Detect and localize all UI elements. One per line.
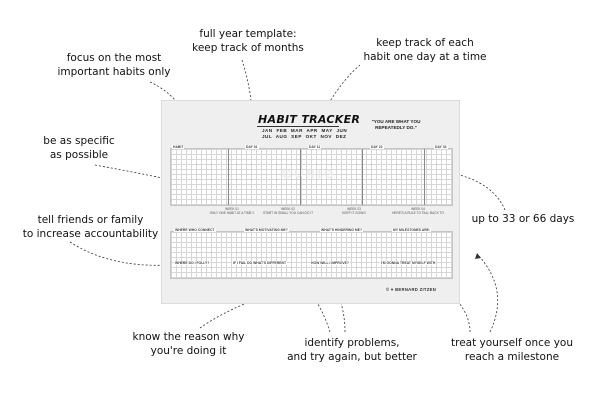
divider-day11	[300, 149, 301, 205]
arrow-friends	[69, 241, 171, 266]
callout-reason: know the reason why you're doing it	[116, 330, 261, 358]
week4-label: WEEK 04	[411, 207, 425, 211]
week3-label: WEEK 03	[347, 207, 361, 211]
arrow-full-year	[241, 59, 253, 111]
callout-up-to: up to 33 or 66 days	[468, 212, 578, 226]
callout-each-day: keep track of each habit one day at a ti…	[357, 36, 493, 64]
question-hindering: WHAT'S HINDERING ME?	[320, 228, 364, 232]
callout-focus-line1: focus on the most	[66, 52, 162, 64]
arrowhead-treat-2	[475, 253, 481, 259]
column-habit-label: HABIT	[172, 145, 185, 149]
habit-grid	[170, 148, 453, 206]
column-day22-label: DAY 22	[370, 145, 384, 149]
callout-focus-line2: important habits only	[57, 66, 171, 78]
reflection-grid	[170, 231, 453, 279]
sheet-quote: "YOU ARE WHAT YOU REPEATEDLY DO."	[371, 119, 421, 130]
question-why: WHERE DO I FOLLY?	[174, 261, 211, 265]
callout-identify-line2: and try again, but better	[287, 351, 417, 363]
callout-treat-line1: treat yourself once you	[451, 337, 573, 349]
title-underline	[257, 126, 339, 127]
months-row-2: JUL AUG SEP OKT NOV DEZ	[262, 134, 347, 139]
months-row-1: JAN FEB MAR APR MAY JUN	[262, 128, 348, 133]
callout-friends-line2: to increase accountability	[22, 228, 159, 240]
callout-reason-line1: know the reason why	[132, 331, 245, 343]
week4-text: HERE'S A RULE TO FALL BACK TO	[392, 211, 444, 215]
callout-up-to-line1: up to 33 or 66 days	[471, 213, 575, 225]
question-treat: I'M GONNA TREAT MYSELF WITH	[380, 261, 437, 265]
week2-label: WEEK 02	[281, 207, 295, 211]
question-motivation: WHAT'S MOTIVATING ME?	[244, 228, 289, 232]
callout-reason-line2: you're doing it	[150, 345, 227, 357]
callout-focus: focus on the most important habits only	[46, 51, 182, 79]
callout-identify-line1: identify problems,	[304, 337, 400, 349]
callout-friends-line1: tell friends or family	[37, 214, 144, 226]
callout-each-day-line1: keep track of each	[376, 37, 474, 49]
callout-full-year-line1: full year template:	[199, 28, 297, 40]
callout-treat: treat yourself once you reach a mileston…	[446, 336, 578, 364]
week1-label: WEEK 01	[225, 207, 239, 211]
column-day33-label: DAY 33	[434, 145, 448, 149]
question-milestone: MY MILESTONES ARE:	[392, 228, 432, 232]
callout-specific: be as specific as possible	[24, 134, 134, 162]
question-change: IF I FAIL DO WHAT'S DIFFERENT	[232, 261, 288, 265]
divider-habit	[228, 149, 229, 205]
watermark: GUNIG	[282, 167, 337, 181]
callout-full-year-line2: keep track of months	[192, 42, 304, 54]
brand-label: © ♥ BERNARD ZITZEN	[386, 287, 437, 292]
question-improve: HOW WILL I IMPROVE?	[310, 261, 350, 265]
sheet-title: HABIT TRACKER	[258, 113, 361, 126]
callout-friends: tell friends or family to increase accou…	[8, 213, 173, 241]
callout-full-year: full year template: keep track of months	[182, 27, 314, 55]
callout-each-day-line2: habit one day at a time	[363, 51, 487, 63]
callout-specific-line2: as possible	[49, 149, 109, 161]
callout-specific-line1: be as specific	[43, 135, 115, 147]
week2-text: START IN SMALL YOU CAN DO IT	[262, 211, 314, 215]
week1-text: ONLY ONE HABIT AT A TIME !!	[209, 211, 255, 215]
callout-identify: identify problems, and try again, but be…	[282, 336, 422, 364]
column-day11-label: DAY 11	[308, 145, 322, 149]
week3-text: KEEP IT GOING	[342, 211, 366, 215]
divider-day33	[424, 149, 425, 205]
callout-treat-line2: reach a milestone	[464, 351, 560, 363]
habit-tracker-sheet: HABIT TRACKER JAN FEB MAR APR MAY JUN JU…	[161, 100, 460, 304]
divider-day22	[362, 149, 363, 205]
question-who: WHERE WHO CONNECT	[174, 228, 216, 232]
column-day01-label: DAY 01	[245, 145, 259, 149]
arrow-treat-2	[477, 254, 499, 333]
